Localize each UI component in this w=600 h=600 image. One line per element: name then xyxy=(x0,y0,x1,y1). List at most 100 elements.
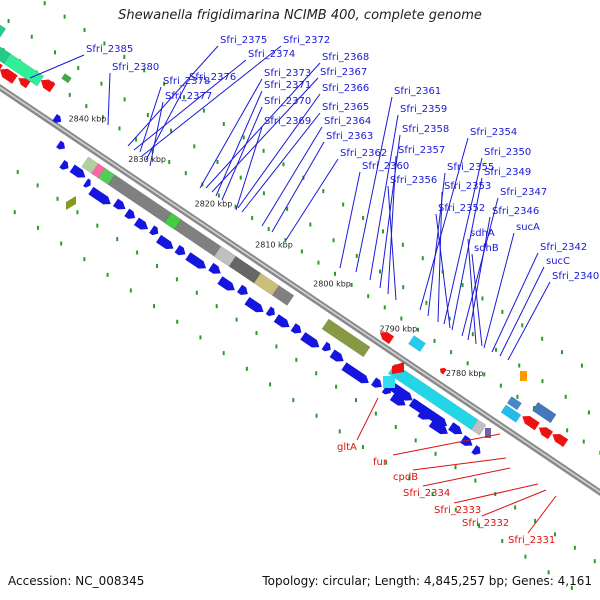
gc-dot xyxy=(433,338,436,343)
feature-block xyxy=(321,318,371,358)
feature-block xyxy=(500,404,522,423)
gene-label-forward: Sfri_2377 xyxy=(165,91,212,102)
gene-arrow xyxy=(389,392,406,406)
gc-dot xyxy=(215,304,218,309)
gc-dot xyxy=(483,372,486,377)
gene-arrow xyxy=(290,323,302,334)
gc-dot xyxy=(176,319,179,324)
gene-label-reverse: Sfri_2333 xyxy=(434,505,481,516)
gc-dot xyxy=(587,410,590,415)
label-leader xyxy=(467,238,477,345)
gc-dot xyxy=(448,316,451,321)
gc-dot xyxy=(242,135,245,140)
gc-dot xyxy=(362,215,365,220)
gene-label-forward: Sfri_2355 xyxy=(447,162,494,173)
gc-dot xyxy=(454,507,457,512)
label-leader xyxy=(141,45,282,157)
gc-dot xyxy=(414,438,417,443)
gene-arrow xyxy=(149,225,159,236)
gene-arrow-reverse xyxy=(439,367,447,375)
gc-dot xyxy=(295,357,298,362)
gene-label-forward: Sfri_2350 xyxy=(484,147,531,158)
gc-dot xyxy=(168,159,171,164)
label-leader xyxy=(392,433,501,456)
gc-dot xyxy=(96,223,99,228)
label-leader xyxy=(133,59,247,151)
label-leader xyxy=(437,191,443,323)
gene-arrow xyxy=(133,217,149,230)
gc-dot xyxy=(334,271,337,276)
gc-dot xyxy=(116,237,119,242)
gc-dot xyxy=(286,206,289,211)
gene-arrow xyxy=(273,314,290,328)
gene-arrow-reverse xyxy=(0,68,18,84)
gene-label-forward: Sfri_2368 xyxy=(322,52,369,63)
gene-label-forward: sucA xyxy=(516,222,540,233)
gc-dot xyxy=(374,411,377,416)
gene-label-forward: Sfri_2385 xyxy=(86,44,133,55)
feature-block xyxy=(470,419,487,436)
gene-arrow xyxy=(88,186,111,205)
gene-arrow xyxy=(174,244,186,256)
gene-label-forward: Sfri_2363 xyxy=(326,131,373,142)
label-leader xyxy=(451,177,483,331)
gc-dot xyxy=(118,126,121,131)
feature-block xyxy=(271,285,295,306)
gene-label-forward: Sfri_2370 xyxy=(264,96,311,107)
label-leader xyxy=(221,106,263,201)
gc-dot xyxy=(53,50,56,55)
accession-text: Accession: NC_008345 xyxy=(8,574,145,588)
gene-label-forward: Sfri_2352 xyxy=(438,203,485,214)
gc-dot xyxy=(284,238,287,243)
label-leader xyxy=(443,157,483,325)
gc-dot xyxy=(85,104,88,109)
gene-label-reverse: Sfri_2332 xyxy=(462,518,509,529)
gene-arrow xyxy=(185,252,207,269)
gene-arrow xyxy=(56,140,66,150)
gene-arrow xyxy=(156,234,174,250)
gene-arrow xyxy=(448,422,463,435)
gc-dot xyxy=(202,108,205,113)
gene-label-forward: Sfri_2374 xyxy=(248,49,295,60)
gc-dot xyxy=(338,429,341,434)
gene-arrow xyxy=(244,296,264,313)
gc-dot xyxy=(251,215,254,220)
label-leader xyxy=(211,77,319,193)
gc-dot xyxy=(106,272,109,277)
gene-arrow xyxy=(265,306,275,317)
gc-dot xyxy=(123,97,126,102)
label-leader xyxy=(427,172,446,317)
backbone xyxy=(0,52,600,528)
label-leader xyxy=(215,90,263,197)
kbp-tick-label: 2840 kbp xyxy=(69,115,107,124)
gc-dot xyxy=(184,171,187,176)
gene-arrow xyxy=(52,113,62,123)
gc-dot xyxy=(77,66,80,71)
gene-label-forward: sdhB xyxy=(474,243,499,254)
map-title: Shewanella frigidimarina NCIMB 400, comp… xyxy=(118,8,482,23)
gc-dot xyxy=(7,19,10,24)
label-leader xyxy=(419,137,469,311)
topology-text: Topology: circular; Length: 4,845,257 bp… xyxy=(262,574,592,588)
label-leader xyxy=(199,78,263,189)
gc-dot xyxy=(100,81,103,86)
gene-label-reverse: fur xyxy=(373,457,388,468)
kbp-tick-label: 2780 kbp xyxy=(446,369,484,378)
gene-label-forward: Sfri_2362 xyxy=(340,148,387,159)
label-leader xyxy=(355,96,393,273)
gc-dot xyxy=(269,382,272,387)
gc-dot xyxy=(524,554,527,559)
label-leader xyxy=(471,253,483,347)
gc-dot xyxy=(416,327,419,332)
gc-dot xyxy=(282,162,285,167)
gene-arrow xyxy=(59,160,69,170)
gc-dot xyxy=(425,300,428,305)
gc-dot xyxy=(309,222,312,227)
gc-dot xyxy=(501,309,504,314)
gc-dot xyxy=(383,305,386,310)
gc-dot xyxy=(580,363,583,368)
gene-arrow-reverse xyxy=(379,332,395,345)
gc-dot xyxy=(156,263,159,268)
gene-label-forward: Sfri_2354 xyxy=(470,127,517,138)
gene-label-forward: sucC xyxy=(546,256,570,267)
